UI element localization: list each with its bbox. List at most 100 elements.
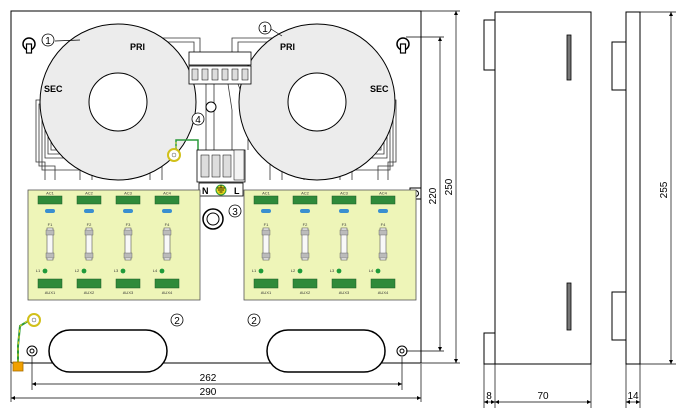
aux-terminal bbox=[331, 278, 357, 289]
led-icon bbox=[42, 268, 48, 274]
power-module-right: AC1F1L1AUX1AC2F2L2AUX2AC3F3L3AUX3AC4F4L4… bbox=[243, 189, 417, 301]
fuse-label: F3 bbox=[126, 222, 131, 227]
fuse-label: F3 bbox=[342, 222, 347, 227]
pri-label-left: PRI bbox=[130, 42, 145, 52]
aux-label: AUX2 bbox=[84, 290, 95, 295]
aux-terminal bbox=[154, 278, 180, 289]
terminal-n-label: N bbox=[202, 186, 209, 196]
ac-label: AC2 bbox=[85, 191, 94, 196]
led-icon bbox=[336, 268, 342, 274]
ac-label: AC1 bbox=[46, 191, 55, 196]
keyhole-left-icon bbox=[22, 37, 36, 54]
transformer-left bbox=[39, 23, 197, 181]
ac-label: AC3 bbox=[340, 191, 349, 196]
fuse bbox=[124, 227, 132, 261]
svg-text:2: 2 bbox=[174, 316, 180, 327]
earth-ring-bottom-icon bbox=[27, 313, 41, 327]
ac-terminal bbox=[115, 195, 141, 205]
terminal-l-label: L bbox=[234, 186, 240, 196]
led-icon bbox=[375, 268, 381, 274]
led-label: L3 bbox=[114, 268, 119, 273]
keyhole-right-icon bbox=[396, 37, 410, 54]
vent-slot-left bbox=[48, 329, 168, 373]
terminal-block-top bbox=[188, 51, 252, 85]
transformer-right bbox=[238, 23, 396, 181]
led-icon bbox=[81, 268, 87, 274]
ref-2-right: 2 bbox=[247, 313, 261, 327]
sec-label-right: SEC bbox=[370, 84, 389, 94]
fuse bbox=[262, 227, 270, 261]
ref-4: 4 bbox=[191, 112, 205, 126]
aux-label: AUX1 bbox=[261, 290, 272, 295]
aux-terminal bbox=[253, 278, 279, 289]
aux-label: AUX3 bbox=[123, 290, 134, 295]
ac-label: AC2 bbox=[301, 191, 310, 196]
led-label: L4 bbox=[369, 268, 374, 273]
vent-slot-right bbox=[266, 329, 386, 373]
led-label: L4 bbox=[153, 268, 158, 273]
ac-terminal bbox=[331, 195, 357, 205]
fuse-label: F1 bbox=[264, 222, 269, 227]
aux-terminal bbox=[370, 278, 396, 289]
fuse-label: F4 bbox=[381, 222, 386, 227]
aux-terminal bbox=[292, 278, 318, 289]
led-icon bbox=[120, 268, 126, 274]
ac-label: AC4 bbox=[379, 191, 388, 196]
ac-label: AC3 bbox=[124, 191, 133, 196]
fuse bbox=[340, 227, 348, 261]
ac-terminal bbox=[253, 195, 279, 205]
fuse-label: F1 bbox=[48, 222, 53, 227]
bracket-view bbox=[611, 11, 641, 365]
fuse-clip bbox=[378, 209, 388, 213]
led-label: L2 bbox=[75, 268, 80, 273]
mains-terminal-block bbox=[196, 149, 246, 183]
svg-text:1: 1 bbox=[262, 24, 268, 35]
dim-220: 220 bbox=[428, 187, 439, 204]
earth-connector-icon bbox=[12, 361, 24, 372]
dim-290: 290 bbox=[200, 387, 217, 398]
small-hole-icon bbox=[205, 101, 217, 113]
fuse bbox=[379, 227, 387, 261]
fuse-clip bbox=[339, 209, 349, 213]
led-icon bbox=[258, 268, 264, 274]
ac-terminal bbox=[76, 195, 102, 205]
ac-terminal bbox=[292, 195, 318, 205]
ac-label: AC4 bbox=[163, 191, 172, 196]
front-view: PRI PRI SEC SEC 1 1 4 bbox=[10, 10, 422, 373]
svg-text:2: 2 bbox=[251, 316, 257, 327]
ac-terminal bbox=[37, 195, 63, 205]
ac-terminal bbox=[154, 195, 180, 205]
aux-terminal bbox=[115, 278, 141, 289]
led-icon bbox=[297, 268, 303, 274]
fuse bbox=[163, 227, 171, 261]
ac-terminal bbox=[370, 195, 396, 205]
sec-label-left: SEC bbox=[44, 84, 63, 94]
dim-70: 70 bbox=[537, 391, 549, 402]
power-module-left: AC1F1L1AUX1AC2F2L2AUX2AC3F3L3AUX3AC4F4L4… bbox=[27, 189, 201, 301]
fuse-clip bbox=[300, 209, 310, 213]
aux-label: AUX2 bbox=[300, 290, 311, 295]
aux-terminal bbox=[76, 278, 102, 289]
ref-1-right: 1 bbox=[258, 21, 272, 35]
aux-label: AUX4 bbox=[378, 290, 389, 295]
fuse-clip bbox=[123, 209, 133, 213]
fuse-label: F4 bbox=[165, 222, 170, 227]
dim-255: 255 bbox=[659, 181, 670, 198]
led-label: L3 bbox=[330, 268, 335, 273]
fuse-clip bbox=[84, 209, 94, 213]
led-label: L2 bbox=[291, 268, 296, 273]
ref-3: 3 bbox=[228, 204, 242, 218]
dim-262: 262 bbox=[200, 373, 217, 384]
fuse-label: F2 bbox=[303, 222, 308, 227]
front-dimensions bbox=[10, 10, 460, 402]
fuse bbox=[301, 227, 309, 261]
pri-label-right: PRI bbox=[280, 42, 295, 52]
ref-1-left: 1 bbox=[41, 33, 55, 47]
aux-label: AUX1 bbox=[45, 290, 56, 295]
earth-ring-top-icon bbox=[167, 148, 181, 162]
mount-hole-right-icon bbox=[396, 345, 408, 357]
aux-label: AUX3 bbox=[339, 290, 350, 295]
dim-14: 14 bbox=[627, 391, 639, 402]
led-label: L1 bbox=[252, 268, 257, 273]
